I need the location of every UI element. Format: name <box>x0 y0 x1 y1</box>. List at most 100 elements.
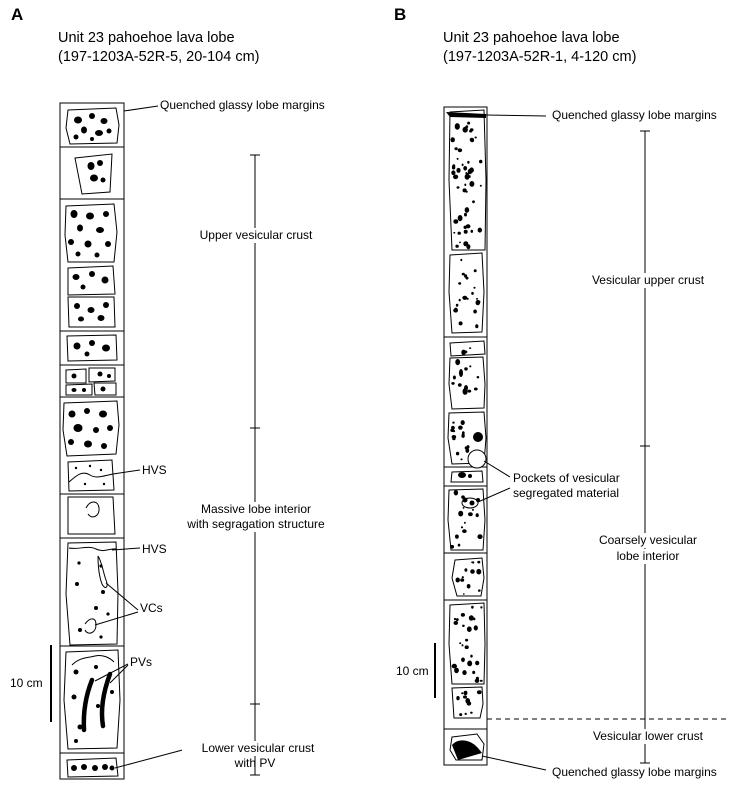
vesicle-dot <box>464 212 467 217</box>
vesicle-dot <box>461 433 465 438</box>
vc-1-structure <box>97 555 108 588</box>
vesicle-dot <box>452 375 456 380</box>
vesicle-dot <box>464 207 470 213</box>
vesicle-dot <box>477 227 482 233</box>
vesicle-dot <box>451 435 457 439</box>
vesicle-dot <box>462 126 468 133</box>
vesicle-dot <box>460 578 465 582</box>
label-a-vcs: VCs <box>140 601 163 615</box>
vesicle-dot <box>460 526 464 529</box>
core-b-piece-1 <box>448 109 487 251</box>
panel-b-title-line2: (197-1203A-52R-1, 4-120 cm) <box>443 49 637 65</box>
vesicle-dot <box>455 244 459 248</box>
scale-bar-a-label: 10 cm <box>10 676 43 690</box>
label-a-quenched-margins: Quenched glassy lobe margins <box>160 98 325 112</box>
vesicle-dot <box>455 359 461 366</box>
hvs-2-structure <box>68 546 117 552</box>
vesicle-dot <box>473 309 477 314</box>
core-column-a <box>59 102 125 780</box>
vesicle-dot <box>462 670 467 676</box>
label-b-quenched-margins-bottom: Quenched glassy lobe margins <box>552 765 717 779</box>
vesicle-dot <box>451 663 457 669</box>
vesicle-dot <box>452 430 456 433</box>
vesicle-dot <box>479 159 483 164</box>
vesicle-dot <box>456 157 459 160</box>
vesicle-dot <box>461 272 465 276</box>
vesicle-dot <box>450 544 455 549</box>
label-b-upper-crust: Vesicular upper crust <box>570 273 726 288</box>
vesicle-dot <box>456 167 461 173</box>
core-column-b <box>443 106 488 766</box>
vesicle-dot <box>469 347 472 349</box>
vesicle-dot <box>475 660 480 666</box>
label-b-pockets-line1: Pockets of vesicular <box>513 471 620 485</box>
vesicle-dot <box>470 654 473 658</box>
vesicle-dot <box>463 229 468 234</box>
vesicle-dot <box>450 137 455 143</box>
panel-a-title-line2: (197-1203A-52R-5, 20-104 cm) <box>58 49 260 65</box>
panel-a-title-line1: Unit 23 pahoehoe lava lobe <box>58 30 235 46</box>
vesicle-dot <box>461 576 464 579</box>
panel-a-letter: A <box>11 5 24 24</box>
vesicle-dot <box>463 690 468 696</box>
label-b-pockets-line2: segregated material <box>513 486 620 500</box>
vesicle-dot <box>475 513 479 518</box>
vesicle-dot <box>476 690 482 695</box>
vesicle-dot <box>451 164 456 170</box>
vesicle-dot <box>464 173 470 180</box>
vesicle-dot <box>469 181 475 187</box>
vesicle-dot <box>469 137 474 142</box>
vesicle-dot <box>465 276 469 280</box>
vesicle-dot <box>465 224 471 229</box>
vesicle-dot <box>465 698 471 704</box>
vesicle-dot <box>479 679 483 682</box>
pv-vc-structure <box>71 655 115 666</box>
scale-bar-b-label: 10 cm <box>396 664 429 678</box>
vesicle-dot <box>457 543 461 547</box>
vesicle-dot <box>477 534 483 540</box>
vesicle-dot <box>454 147 458 151</box>
vesicle-dot <box>462 593 465 595</box>
vesicle-dot <box>467 160 470 164</box>
vesicle-dot <box>457 231 461 235</box>
vesicle-dot <box>459 713 463 717</box>
vesicle-dot <box>472 561 475 564</box>
core-a-piece-3 <box>64 203 118 263</box>
pipe-vesicle-2 <box>99 671 113 729</box>
core-a-piece-6 <box>66 334 118 362</box>
vesicle-dot <box>463 166 468 171</box>
vesicle-dot <box>456 124 459 126</box>
label-a-upper-crust: Upper vesicular crust <box>186 228 326 243</box>
core-a-piece-11 <box>65 541 119 646</box>
vesicle-dot <box>464 521 466 524</box>
vesicle-dot <box>464 183 467 187</box>
vesicle-dot <box>469 167 474 173</box>
vesicle-dot <box>458 321 463 326</box>
core-b-piece-2 <box>448 252 485 334</box>
hvs-1-structure <box>68 472 114 483</box>
vesicle-dot <box>475 324 479 329</box>
vesicle-dot <box>453 231 456 234</box>
vesicle-dot <box>477 300 481 304</box>
vesicle-dot <box>461 692 464 695</box>
vesicle-dot <box>451 170 456 176</box>
vesicle-dot <box>455 303 459 307</box>
pipe-vesicle-1 <box>81 677 95 733</box>
vesicle-dot <box>461 644 464 647</box>
vesicle-dot <box>473 617 476 621</box>
vesicle-dot <box>473 387 478 391</box>
vesicle-dot <box>466 244 471 250</box>
vesicle-dot <box>462 507 465 509</box>
panel-b-title-line1: Unit 23 pahoehoe lava lobe <box>443 30 620 46</box>
label-b-quenched-margins-top: Quenched glassy lobe margins <box>552 108 717 122</box>
vesicle-dot <box>470 711 473 714</box>
core-a-piece-2 <box>74 153 113 195</box>
vesicle-dot <box>453 174 459 180</box>
vesicle-dot <box>467 660 473 667</box>
vesicle-dot <box>458 298 461 302</box>
vesicle-dot <box>460 613 465 617</box>
interval-bar-a <box>250 154 260 776</box>
core-b-piece-9 <box>448 602 486 685</box>
vesicle-dot <box>456 186 460 189</box>
